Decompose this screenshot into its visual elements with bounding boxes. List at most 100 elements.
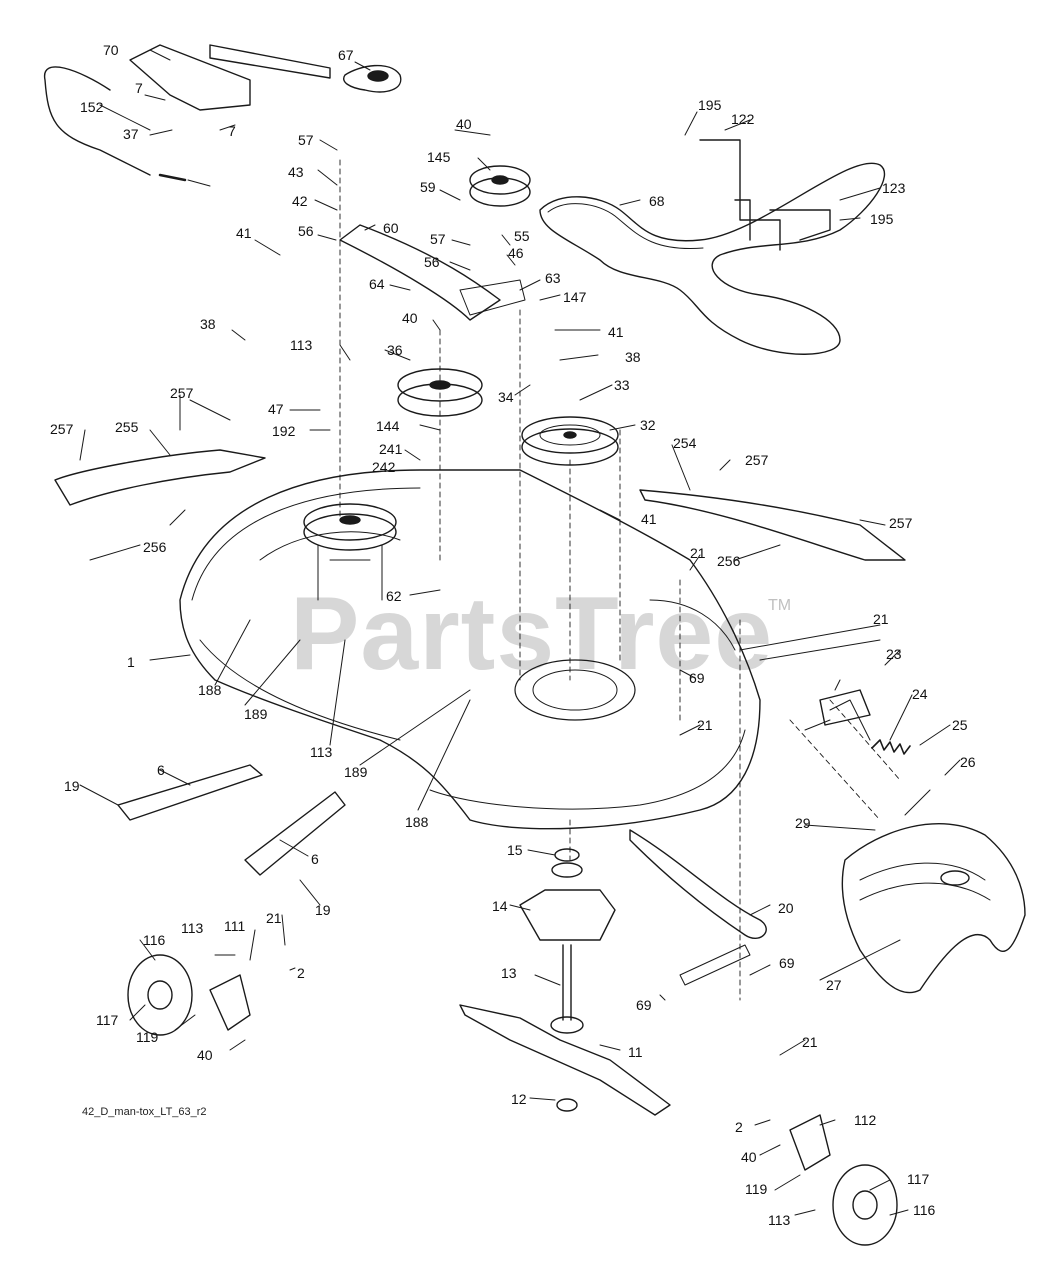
stabilizer-link-upper[interactable] bbox=[117, 764, 263, 821]
callout-21[interactable]: 21 bbox=[873, 611, 889, 627]
tension-spring[interactable] bbox=[871, 739, 911, 755]
callout-152[interactable]: 152 bbox=[80, 99, 104, 115]
callout-19[interactable]: 19 bbox=[64, 778, 80, 794]
callout-40[interactable]: 40 bbox=[741, 1149, 757, 1165]
callout-113[interactable]: 113 bbox=[310, 744, 333, 760]
left-spindle-pulley[interactable] bbox=[303, 503, 397, 601]
callout-34[interactable]: 34 bbox=[498, 389, 514, 405]
callout-123[interactable]: 123 bbox=[882, 180, 906, 196]
front-deck-hanger[interactable] bbox=[54, 449, 266, 506]
spindle-housing[interactable] bbox=[519, 848, 616, 941]
callout-113[interactable]: 113 bbox=[181, 920, 204, 936]
callout-188[interactable]: 188 bbox=[198, 682, 222, 698]
callout-33[interactable]: 33 bbox=[614, 377, 630, 393]
callout-257[interactable]: 257 bbox=[745, 452, 769, 468]
callout-43[interactable]: 43 bbox=[288, 164, 304, 180]
callout-144[interactable]: 144 bbox=[376, 418, 400, 434]
callout-112[interactable]: 112 bbox=[854, 1112, 877, 1128]
callout-37[interactable]: 37 bbox=[123, 126, 139, 142]
callout-192[interactable]: 192 bbox=[272, 423, 296, 439]
callout-27[interactable]: 27 bbox=[826, 977, 842, 993]
control-cable[interactable] bbox=[44, 66, 211, 187]
callout-241[interactable]: 241 bbox=[379, 441, 403, 457]
callout-56[interactable]: 56 bbox=[298, 223, 314, 239]
mower-blade[interactable] bbox=[459, 1004, 671, 1116]
callout-117[interactable]: 117 bbox=[907, 1171, 930, 1187]
left-gauge-wheel[interactable] bbox=[127, 954, 193, 1036]
callout-113[interactable]: 113 bbox=[290, 337, 313, 353]
callout-15[interactable]: 15 bbox=[507, 842, 523, 858]
callout-21[interactable]: 21 bbox=[697, 717, 713, 733]
callout-67[interactable]: 67 bbox=[338, 47, 354, 63]
callout-62[interactable]: 62 bbox=[386, 588, 402, 604]
callout-41[interactable]: 41 bbox=[236, 225, 252, 241]
callout-40[interactable]: 40 bbox=[402, 310, 418, 326]
callout-255[interactable]: 255 bbox=[115, 419, 139, 435]
callout-21[interactable]: 21 bbox=[266, 910, 282, 926]
callout-38[interactable]: 38 bbox=[200, 316, 216, 332]
rear-deck-hanger[interactable] bbox=[639, 489, 906, 561]
callout-69[interactable]: 69 bbox=[689, 670, 705, 686]
callout-256[interactable]: 256 bbox=[143, 539, 167, 555]
upper-idler-pulley[interactable] bbox=[469, 165, 531, 207]
callout-20[interactable]: 20 bbox=[778, 900, 794, 916]
callout-46[interactable]: 46 bbox=[508, 245, 524, 261]
callout-68[interactable]: 68 bbox=[649, 193, 665, 209]
callout-116[interactable]: 116 bbox=[913, 1202, 936, 1218]
callout-57[interactable]: 57 bbox=[430, 231, 446, 247]
callout-254[interactable]: 254 bbox=[673, 435, 697, 451]
stabilizer-link-lower[interactable] bbox=[244, 791, 346, 876]
callout-257[interactable]: 257 bbox=[50, 421, 74, 437]
right-wheel-bracket[interactable] bbox=[789, 1114, 831, 1171]
callout-6[interactable]: 6 bbox=[157, 762, 165, 778]
callout-6[interactable]: 6 bbox=[311, 851, 319, 867]
callout-12[interactable]: 12 bbox=[511, 1091, 527, 1107]
callout-256[interactable]: 256 bbox=[717, 553, 741, 569]
idler-arm[interactable] bbox=[339, 224, 526, 321]
callout-111[interactable]: 111 bbox=[224, 918, 246, 934]
handle-cover[interactable] bbox=[343, 64, 402, 93]
callout-14[interactable]: 14 bbox=[492, 898, 508, 914]
callout-113[interactable]: 113 bbox=[768, 1212, 791, 1228]
callout-26[interactable]: 26 bbox=[960, 754, 976, 770]
callout-2[interactable]: 2 bbox=[297, 965, 305, 981]
callout-189[interactable]: 189 bbox=[344, 764, 368, 780]
callout-242[interactable]: 242 bbox=[372, 459, 396, 475]
callout-64[interactable]: 64 bbox=[369, 276, 385, 292]
callout-23[interactable]: 23 bbox=[886, 646, 902, 662]
callout-60[interactable]: 60 bbox=[383, 220, 399, 236]
callout-147[interactable]: 147 bbox=[563, 289, 587, 305]
right-gauge-wheel[interactable] bbox=[832, 1164, 898, 1246]
callout-257[interactable]: 257 bbox=[889, 515, 913, 531]
callout-13[interactable]: 13 bbox=[501, 965, 517, 981]
callout-70[interactable]: 70 bbox=[103, 42, 119, 58]
deck-pulley[interactable] bbox=[521, 416, 619, 466]
callout-145[interactable]: 145 bbox=[427, 149, 451, 165]
callout-7[interactable]: 7 bbox=[135, 80, 143, 96]
callout-24[interactable]: 24 bbox=[912, 686, 928, 702]
callout-116[interactable]: 116 bbox=[143, 932, 166, 948]
spindle-shaft[interactable] bbox=[550, 944, 584, 1034]
callout-195[interactable]: 195 bbox=[698, 97, 722, 113]
belt-guide-bracket[interactable] bbox=[699, 139, 831, 251]
deck-bracket[interactable] bbox=[819, 689, 871, 726]
callout-57[interactable]: 57 bbox=[298, 132, 314, 148]
callout-119[interactable]: 119 bbox=[136, 1029, 159, 1045]
callout-11[interactable]: 11 bbox=[628, 1044, 643, 1060]
callout-19[interactable]: 19 bbox=[315, 902, 331, 918]
callout-195[interactable]: 195 bbox=[870, 211, 894, 227]
callout-29[interactable]: 29 bbox=[795, 815, 811, 831]
callout-38[interactable]: 38 bbox=[625, 349, 641, 365]
mower-deck[interactable] bbox=[179, 469, 761, 830]
callout-69[interactable]: 69 bbox=[779, 955, 795, 971]
callout-21[interactable]: 21 bbox=[690, 545, 706, 561]
callout-1[interactable]: 1 bbox=[127, 654, 135, 670]
callout-188[interactable]: 188 bbox=[405, 814, 429, 830]
callout-257[interactable]: 257 bbox=[170, 385, 194, 401]
blade-nut[interactable] bbox=[556, 1098, 578, 1112]
callout-32[interactable]: 32 bbox=[640, 417, 656, 433]
callout-40[interactable]: 40 bbox=[456, 116, 472, 132]
callout-21[interactable]: 21 bbox=[802, 1034, 818, 1050]
callout-2[interactable]: 2 bbox=[735, 1119, 743, 1135]
callout-25[interactable]: 25 bbox=[952, 717, 968, 733]
